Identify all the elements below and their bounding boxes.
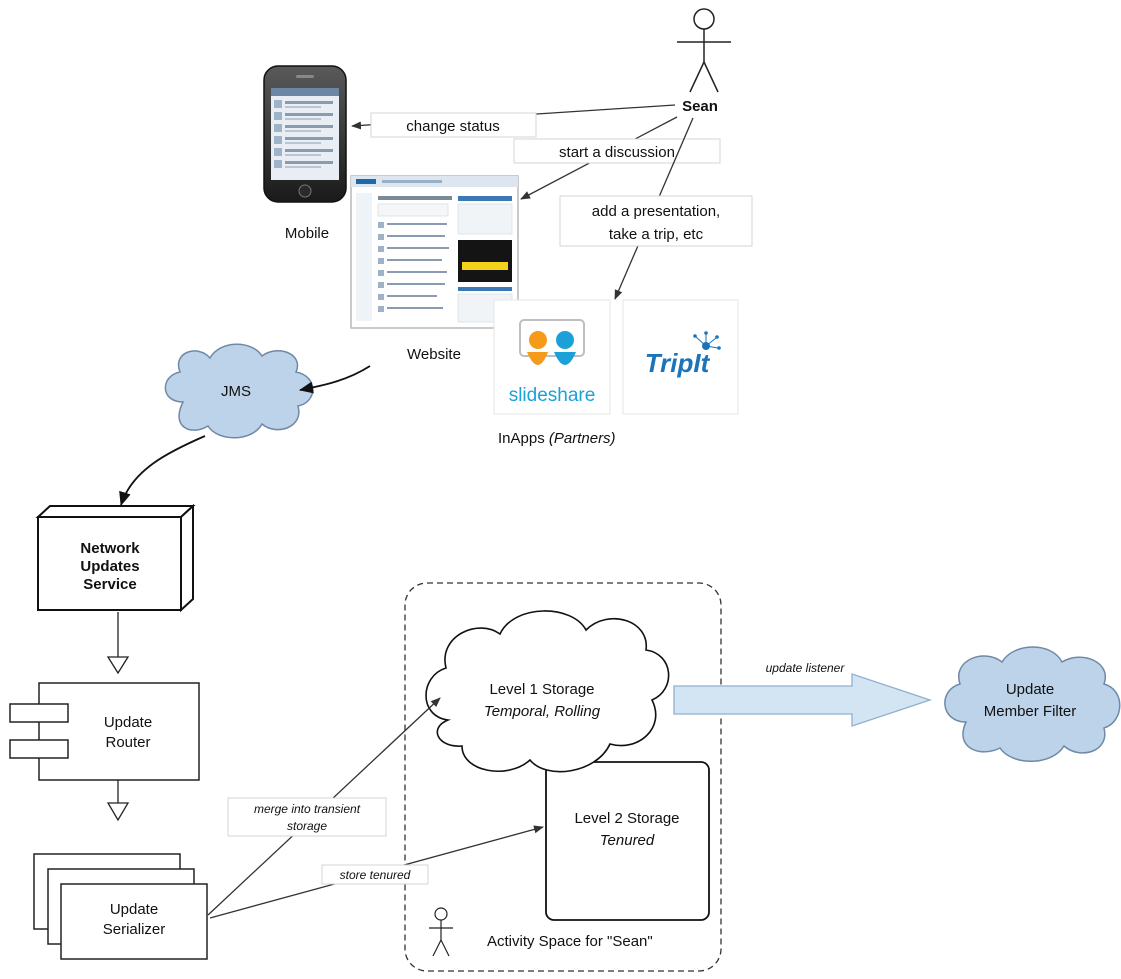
actor-name: Sean (682, 98, 718, 115)
activity-space-label: Activity Space for "Sean" (487, 933, 653, 950)
jms-cloud (164, 343, 314, 439)
website-screenshot-image (350, 175, 519, 329)
actor-sean-small (429, 907, 453, 957)
tripit-logo: TripIt (622, 299, 739, 415)
edge-label-merge-box (227, 797, 387, 837)
edge-jms-to-service (119, 435, 206, 506)
level1-storage-cloud (425, 610, 670, 773)
website-label: Website (407, 346, 461, 363)
router-label-line2: Router (105, 734, 150, 751)
slideshare-wordmark: slideshare (509, 385, 596, 406)
update-serializer-stack (33, 853, 208, 960)
edge-label-change-status: change status (406, 118, 499, 135)
actor-sean (677, 8, 731, 93)
edge-label-merge-line1: merge into transient (254, 802, 361, 816)
generalization-arrowhead (106, 656, 130, 675)
edge-label-start-discussion-box (513, 138, 721, 164)
level1-label-line1: Level 1 Storage (489, 681, 594, 698)
edge-website-to-jms (299, 365, 371, 394)
service-label-line1: Network (80, 540, 140, 557)
edge-label-store-tenured: store tenured (340, 868, 411, 882)
edge-label-merge-line2: storage (287, 819, 327, 833)
edge-label-add-presentation-line1: add a presentation, (592, 203, 720, 220)
inapps-label: InApps (Partners) (498, 430, 616, 447)
level2-label-line1: Level 2 Storage (574, 810, 679, 827)
edge-label-start-discussion: start a discussion (559, 144, 675, 161)
member-filter-label-line1: Update (1006, 681, 1054, 698)
network-updates-service-node (35, 503, 196, 613)
router-label-line1: Update (104, 714, 152, 731)
edge-label-add-presentation-box (559, 195, 753, 247)
mobile-label: Mobile (285, 225, 329, 242)
update-listener-label: update listener (766, 661, 846, 675)
jms-label: JMS (221, 383, 251, 400)
generalization-arrowhead (106, 802, 130, 822)
edge-label-add-presentation-line2: take a trip, etc (609, 226, 704, 243)
service-label-line3: Service (83, 576, 136, 593)
update-listener-arrow (673, 673, 933, 727)
update-member-filter-cloud (944, 646, 1121, 762)
level2-label-line2: Tenured (600, 832, 655, 849)
activity-space-boundary (404, 582, 722, 972)
service-label-line2: Updates (80, 558, 139, 575)
level2-storage-box (545, 761, 710, 921)
member-filter-label-line2: Member Filter (984, 703, 1077, 720)
update-router-component (9, 682, 200, 781)
edge-label-store-tenured-box (321, 864, 429, 885)
edge-label-change-status-box (370, 112, 537, 138)
mobile-phone-image (263, 65, 347, 203)
tripit-wordmark: TripIt (645, 348, 711, 378)
serializer-label-line2: Serializer (103, 921, 166, 938)
slideshare-logo: slideshare (493, 299, 611, 415)
serializer-label-line1: Update (110, 901, 158, 918)
level1-label-line2: Temporal, Rolling (484, 703, 601, 720)
